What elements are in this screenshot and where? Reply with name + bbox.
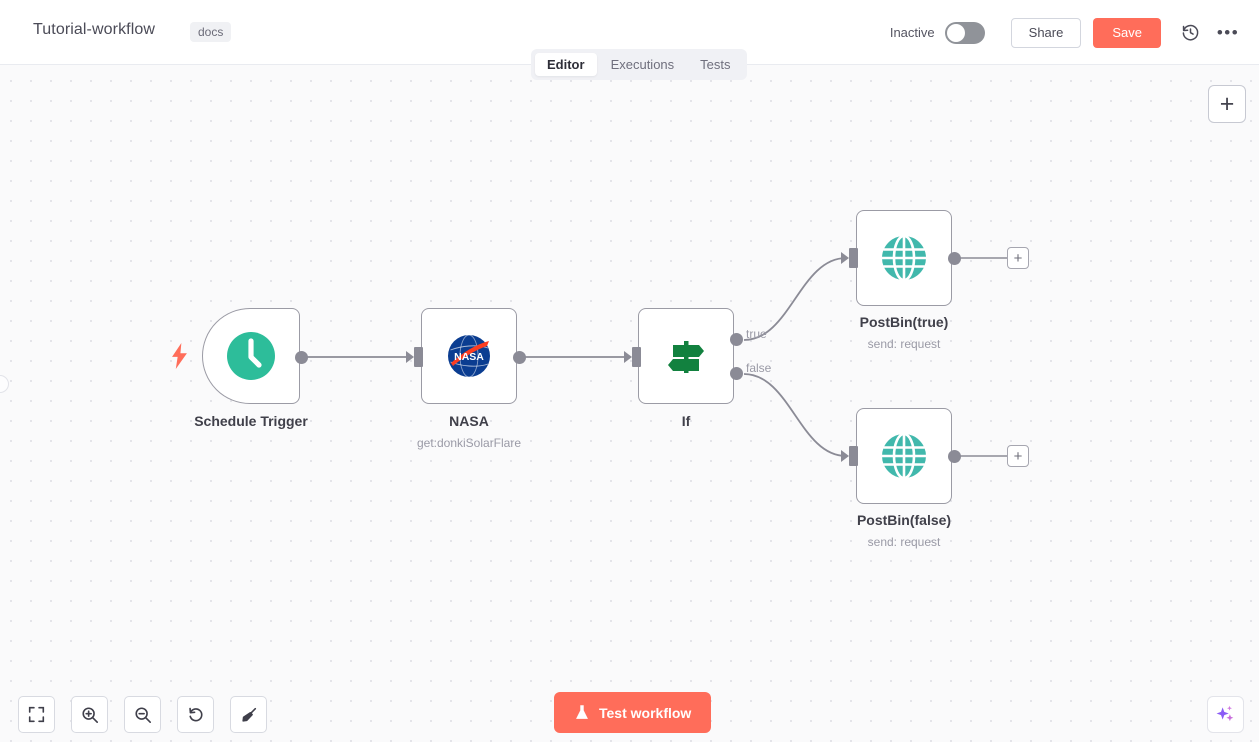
port-nasa-in-arrow [406,351,414,363]
port-postbin-false-in-arrow [841,450,849,462]
port-if-out-true[interactable] [730,333,743,346]
node-schedule-trigger[interactable] [202,308,300,404]
workflow-tag-docs[interactable]: docs [190,22,232,42]
broom-icon[interactable] [230,696,267,733]
signpost-icon [668,341,704,373]
activation-label: Inactive [889,25,935,40]
node-subtitle-postbin-true: send: request [867,337,941,351]
tab-editor[interactable]: Editor [535,53,597,76]
connection-edges [306,257,1007,457]
node-nasa[interactable]: NASA [421,308,517,404]
node-if[interactable] [638,308,734,404]
globe-icon [882,234,926,282]
port-schedule-trigger-out[interactable] [295,351,308,364]
node-postbin-false[interactable] [856,408,952,504]
undo-icon[interactable] [177,696,214,733]
node-label-nasa: NASA [449,413,489,429]
workflow-canvas[interactable]: Schedule Trigger NASA NASA get:donkiSola… [0,65,1259,742]
port-postbin-false-out[interactable] [948,450,961,463]
share-button[interactable]: Share [1010,17,1082,48]
toggle-knob [946,23,965,42]
globe-icon [882,432,926,480]
node-label-postbin-false: PostBin(false) [856,512,952,528]
trigger-bolt-icon [170,343,189,374]
port-label-true: true [746,327,767,341]
canvas-toolbar [18,696,267,733]
add-node-after-postbin-true[interactable]: + [1007,247,1029,269]
port-if-in[interactable] [632,347,641,367]
node-postbin-true[interactable] [856,210,952,306]
port-if-in-arrow [624,351,632,363]
fit-screen-icon[interactable] [18,696,55,733]
port-postbin-true-out[interactable] [948,252,961,265]
port-label-false: false [746,361,772,375]
tab-tests[interactable]: Tests [700,57,731,72]
svg-text:NASA: NASA [454,351,484,363]
port-nasa-out[interactable] [513,351,526,364]
zoom-in-icon[interactable] [71,696,108,733]
node-label-schedule-trigger: Schedule Trigger [194,413,308,429]
flask-icon [576,705,588,719]
ellipsis-glyph: ••• [1216,22,1240,42]
add-node-after-postbin-false[interactable]: + [1007,445,1029,467]
history-icon[interactable] [1177,20,1203,46]
node-label-if: If [681,413,691,429]
node-label-postbin-true: PostBin(true) [859,314,949,330]
port-nasa-in[interactable] [414,347,423,367]
zoom-out-icon[interactable] [124,696,161,733]
tab-executions[interactable]: Executions [610,57,675,72]
port-if-out-false[interactable] [730,367,743,380]
test-workflow-button[interactable]: Test workflow [554,692,712,733]
port-postbin-false-in[interactable] [849,446,858,466]
editor-tabs: Editor Executions Tests [531,49,747,80]
port-postbin-true-in-arrow [841,252,849,264]
clock-icon [227,332,275,380]
header-actions: Inactive Share Save ••• [890,0,1241,65]
node-subtitle-postbin-false: send: request [867,535,941,549]
nasa-logo-icon: NASA [448,334,490,378]
test-workflow-label: Test workflow [599,704,692,721]
node-subtitle-nasa: get:donkiSolarFlare [416,436,522,450]
workflow-title[interactable]: Tutorial-workflow [33,21,156,38]
more-options-icon[interactable]: ••• [1215,20,1241,46]
activation-toggle[interactable] [944,21,985,44]
ai-assistant-button[interactable] [1207,696,1244,733]
sparkle-icon [1216,705,1234,722]
port-postbin-true-in[interactable] [849,248,858,268]
canvas-add-node-button[interactable]: + [1208,85,1246,123]
save-button[interactable]: Save [1093,17,1161,48]
